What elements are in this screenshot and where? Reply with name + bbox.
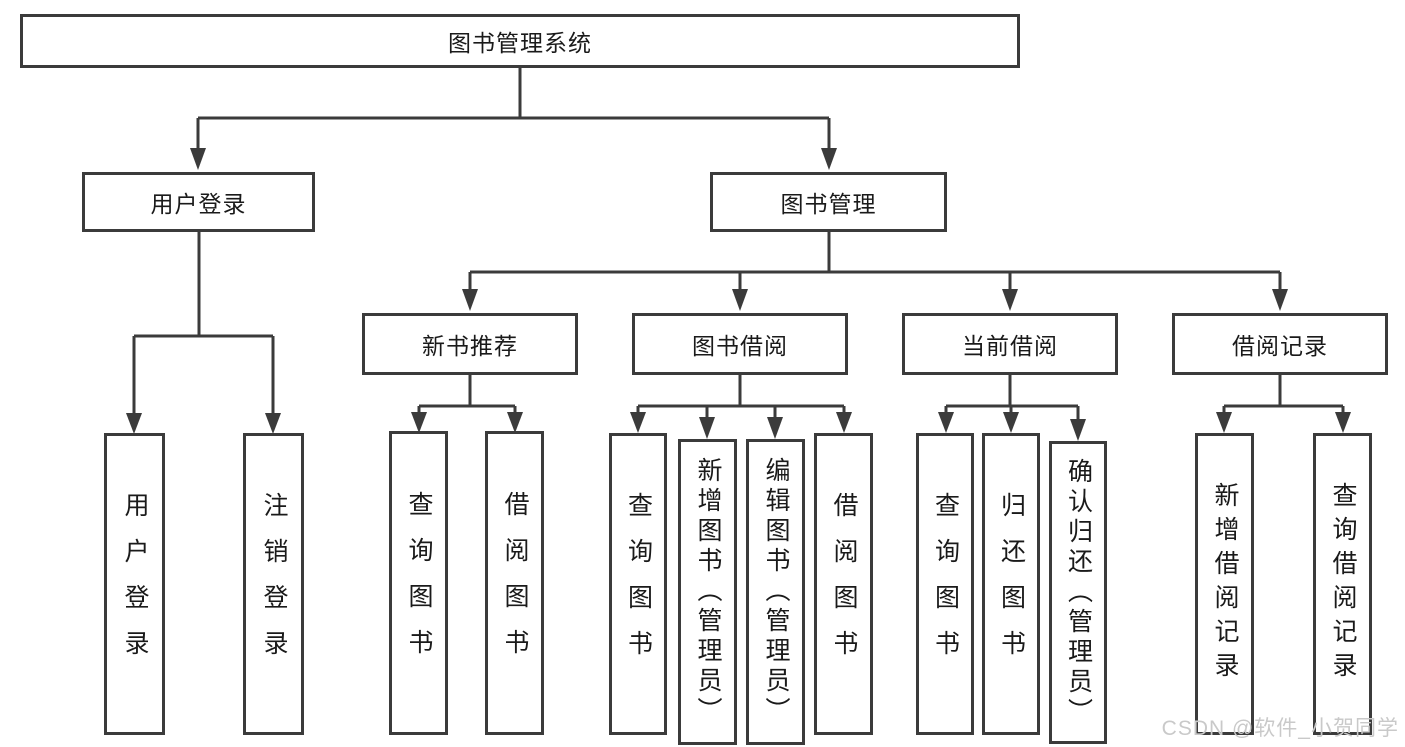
- leaf-logout: 注销登录: [243, 433, 304, 735]
- leaf-add-borrow-record: 新增借阅记录: [1195, 433, 1254, 735]
- leaf-query-books-borrow-label: 查询图书: [624, 492, 653, 676]
- csdn-watermark: CSDN @软件_小贺同学: [1161, 717, 1399, 740]
- node-current-borrow-label: 当前借阅: [962, 333, 1058, 359]
- node-borrow-records-label: 借阅记录: [1232, 333, 1328, 359]
- leaf-borrow-books-label: 借阅图书: [830, 492, 858, 676]
- leaf-query-books-current-label: 查询图书: [931, 492, 960, 676]
- node-book-borrow-label: 图书借阅: [692, 333, 788, 359]
- node-book-management: 图书管理: [710, 172, 947, 232]
- leaf-return-books: 归还图书: [982, 433, 1040, 735]
- leaf-borrow-books-recommend-label: 借阅图书: [501, 491, 529, 675]
- leaf-borrow-books-recommend: 借阅图书: [485, 431, 544, 735]
- node-root: 图书管理系统: [20, 14, 1020, 68]
- leaf-query-borrow-record-label: 查询借阅记录: [1329, 482, 1357, 686]
- node-book-borrow: 图书借阅: [632, 313, 848, 375]
- leaf-return-books-label: 归还图书: [997, 492, 1026, 676]
- arrowheads: [126, 148, 1351, 441]
- node-user-login: 用户登录: [82, 172, 315, 232]
- leaf-query-borrow-record: 查询借阅记录: [1313, 433, 1372, 735]
- node-current-borrow: 当前借阅: [902, 313, 1118, 375]
- node-new-book-recommend: 新书推荐: [362, 313, 578, 375]
- leaf-confirm-return-admin-label: 确认归还（管理员）: [1064, 457, 1093, 728]
- node-user-login-label: 用户登录: [150, 191, 247, 217]
- leaf-query-books-recommend-label: 查询图书: [405, 491, 433, 675]
- leaf-add-borrow-record-label: 新增借阅记录: [1211, 482, 1239, 686]
- leaf-confirm-return-admin: 确认归还（管理员）: [1049, 441, 1107, 744]
- leaf-user-login: 用户登录: [104, 433, 165, 735]
- leaf-add-books-admin: 新增图书（管理员）: [678, 439, 737, 745]
- leaf-query-books-borrow: 查询图书: [609, 433, 667, 735]
- node-new-book-recommend-label: 新书推荐: [422, 333, 518, 359]
- leaf-user-login-label: 用户登录: [121, 492, 149, 676]
- node-root-label: 图书管理系统: [448, 30, 592, 56]
- leaf-query-books-current: 查询图书: [916, 433, 974, 735]
- leaf-borrow-books: 借阅图书: [814, 433, 873, 735]
- node-borrow-records: 借阅记录: [1172, 313, 1388, 375]
- leaf-query-books-recommend: 查询图书: [389, 431, 448, 735]
- leaf-logout-label: 注销登录: [260, 492, 288, 676]
- leaf-edit-books-admin-label: 编辑图书（管理员）: [762, 457, 790, 727]
- leaf-add-books-admin-label: 新增图书（管理员）: [694, 457, 722, 727]
- node-book-management-label: 图书管理: [780, 191, 877, 217]
- leaf-edit-books-admin: 编辑图书（管理员）: [746, 439, 805, 745]
